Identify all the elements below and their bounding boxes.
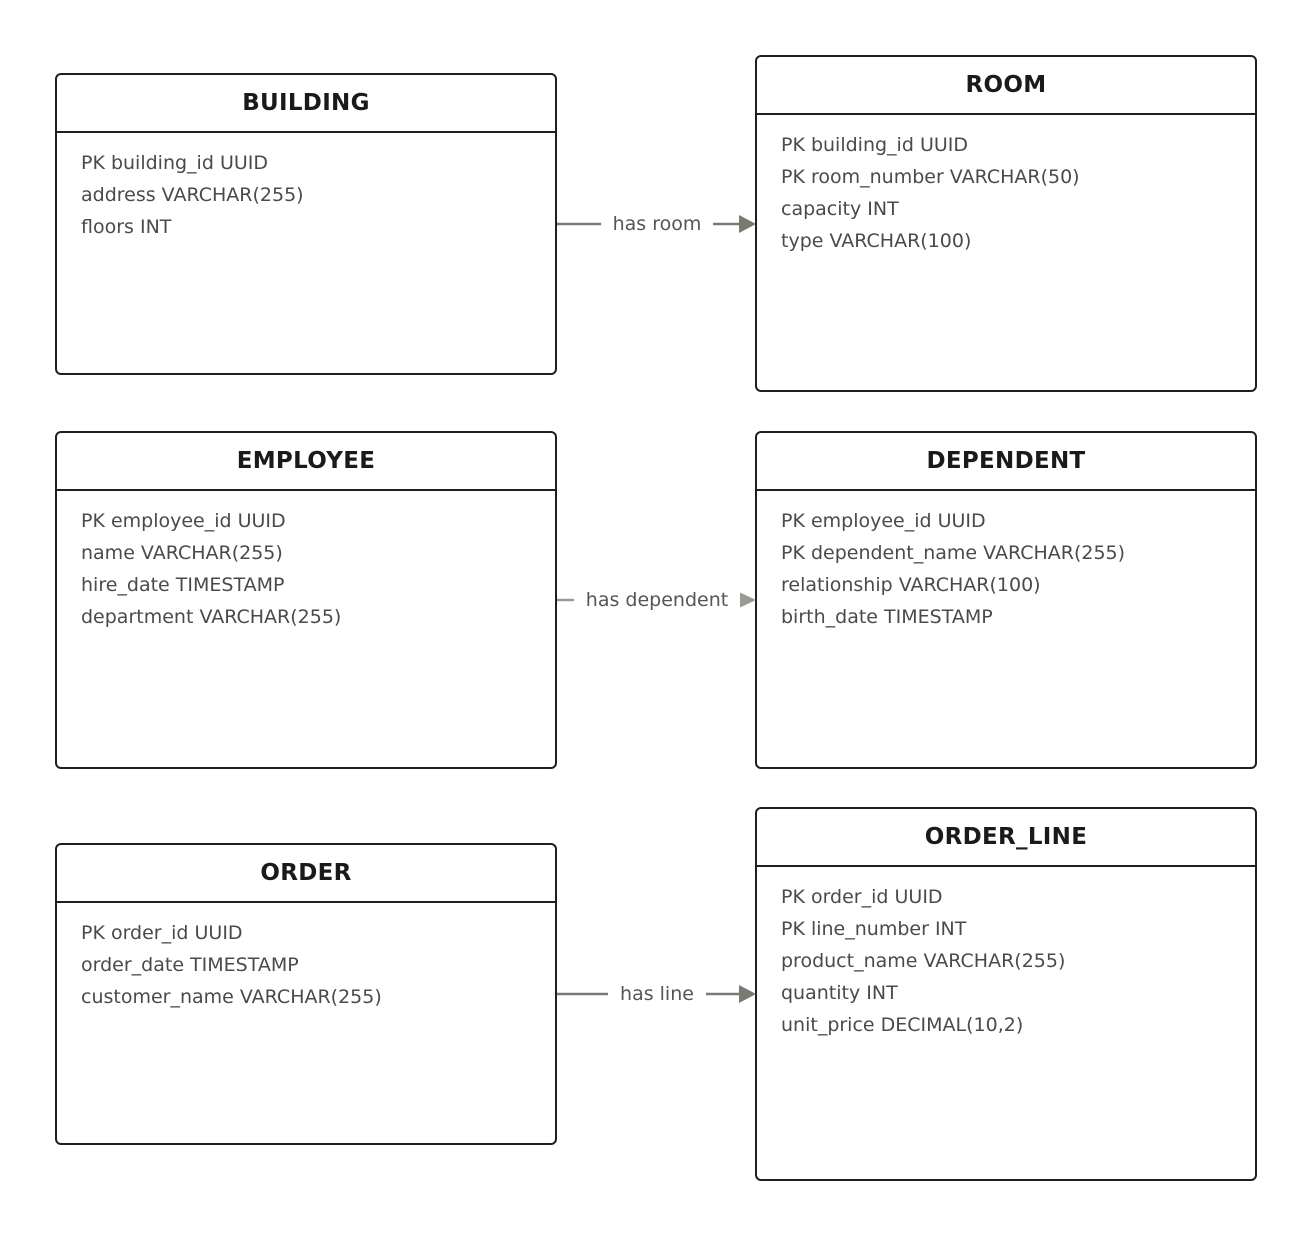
attribute-row: capacity INT — [781, 198, 899, 220]
entity-title: ORDER_LINE — [924, 824, 1088, 850]
entity-room[interactable]: ROOM PK building_id UUID PK room_number … — [755, 55, 1257, 392]
entity-header: BUILDING — [57, 75, 555, 133]
attribute-row: address VARCHAR(255) — [81, 184, 304, 206]
attribute-row: customer_name VARCHAR(255) — [81, 986, 382, 1008]
entity-attributes: PK building_id UUID PK room_number VARCH… — [757, 115, 1255, 257]
attribute-row: PK order_id UUID — [781, 886, 943, 908]
attribute-row: PK room_number VARCHAR(50) — [781, 166, 1080, 188]
attribute-row: relationship VARCHAR(100) — [781, 574, 1041, 596]
relationship-has-line[interactable]: has line — [557, 982, 757, 1006]
attribute-row: PK order_id UUID — [81, 922, 243, 944]
attribute-row: quantity INT — [781, 982, 898, 1004]
attribute-row: PK building_id UUID — [81, 152, 268, 174]
entity-header: EMPLOYEE — [57, 433, 555, 491]
entity-header: DEPENDENT — [757, 433, 1255, 491]
arrowhead-icon — [739, 215, 756, 233]
attribute-row: order_date TIMESTAMP — [81, 954, 299, 976]
relationship-label: has dependent — [557, 588, 757, 612]
attribute-row: PK employee_id UUID — [781, 510, 986, 532]
arrowhead-icon — [739, 985, 756, 1003]
entity-title: ORDER — [260, 860, 352, 886]
relationship-has-dependent[interactable]: has dependent — [557, 588, 757, 612]
entity-title: BUILDING — [242, 90, 370, 116]
entity-header: ORDER — [57, 845, 555, 903]
entity-order-line[interactable]: ORDER_LINE PK order_id UUID PK line_numb… — [755, 807, 1257, 1181]
relationship-label: has line — [557, 982, 757, 1006]
entity-header: ORDER_LINE — [757, 809, 1255, 867]
attribute-row: department VARCHAR(255) — [81, 606, 342, 628]
arrowhead-icon — [739, 592, 756, 608]
entity-attributes: PK building_id UUID address VARCHAR(255)… — [57, 133, 555, 243]
relationship-has-room[interactable]: has room — [557, 212, 757, 236]
attribute-row: name VARCHAR(255) — [81, 542, 283, 564]
entity-attributes: PK employee_id UUID name VARCHAR(255) hi… — [57, 491, 555, 633]
entity-order[interactable]: ORDER PK order_id UUID order_date TIMEST… — [55, 843, 557, 1145]
entity-title: DEPENDENT — [926, 448, 1086, 474]
entity-employee[interactable]: EMPLOYEE PK employee_id UUID name VARCHA… — [55, 431, 557, 769]
attribute-row: product_name VARCHAR(255) — [781, 950, 1066, 972]
attribute-row: PK employee_id UUID — [81, 510, 286, 532]
attribute-row: PK building_id UUID — [781, 134, 968, 156]
entity-building[interactable]: BUILDING PK building_id UUID address VAR… — [55, 73, 557, 375]
attribute-row: birth_date TIMESTAMP — [781, 606, 993, 628]
attribute-row: PK dependent_name VARCHAR(255) — [781, 542, 1126, 564]
entity-attributes: PK order_id UUID order_date TIMESTAMP cu… — [57, 903, 555, 1013]
attribute-row: unit_price DECIMAL(10,2) — [781, 1014, 1024, 1036]
attribute-row: hire_date TIMESTAMP — [81, 574, 285, 596]
entity-header: ROOM — [757, 57, 1255, 115]
entity-title: EMPLOYEE — [236, 448, 376, 474]
entity-title: ROOM — [965, 72, 1047, 98]
entity-attributes: PK employee_id UUID PK dependent_name VA… — [757, 491, 1255, 633]
entity-dependent[interactable]: DEPENDENT PK employee_id UUID PK depende… — [755, 431, 1257, 769]
attribute-row: floors INT — [81, 216, 172, 238]
attribute-row: PK line_number INT — [781, 918, 967, 940]
entity-attributes: PK order_id UUID PK line_number INT prod… — [757, 867, 1255, 1041]
attribute-row: type VARCHAR(100) — [781, 230, 972, 252]
relationship-label: has room — [557, 212, 757, 236]
